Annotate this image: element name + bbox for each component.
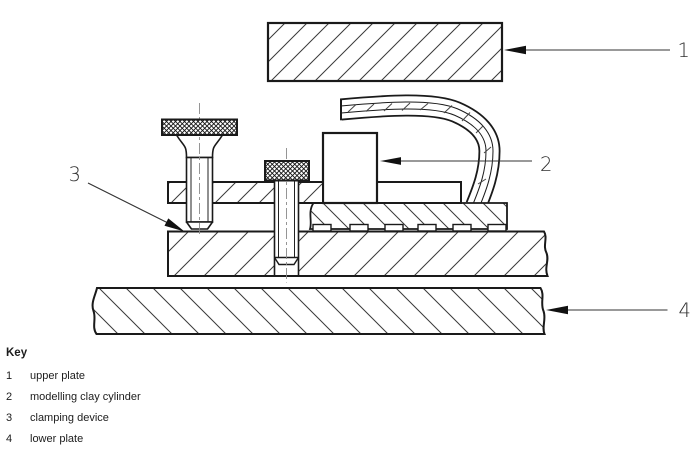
key-item-label: modelling clay cylinder (30, 391, 141, 403)
callout-label-4: 4 (679, 299, 691, 322)
key-item-number: 1 (6, 370, 13, 382)
key-item-label: lower plate (30, 433, 84, 445)
small-screw-thread-lines (278, 181, 295, 257)
key-item-lower-plate: 4 lower plate (6, 429, 141, 450)
large-screw-knurled-head (161, 118, 238, 136)
key-item-upper-plate: 1 upper plate (6, 366, 141, 387)
leader-line-3 (87, 182, 168, 223)
thumb-screw-large (161, 103, 238, 236)
key-title: Key (6, 347, 28, 359)
key-item-number: 2 (6, 391, 13, 403)
key-item-modelling-clay-cylinder: 2 modelling clay cylinder (6, 387, 141, 408)
callout-2: 2 (380, 153, 552, 176)
key-item-number: 4 (6, 433, 13, 445)
figure-key: Key 1 upper plate 2 modelling clay cylin… (6, 347, 141, 450)
lower-plate (91, 287, 547, 335)
strip-core-fill (340, 102, 493, 208)
serrated-strip (308, 202, 508, 232)
thumb-screw-small (264, 148, 310, 283)
arrowhead-3-icon (164, 218, 185, 232)
strip-hatch-ticks (347, 102, 492, 185)
flexible-strip (340, 94, 501, 211)
key-item-label: upper plate (30, 370, 86, 382)
upper-plate (266, 21, 504, 83)
arrowhead-1-icon (504, 45, 526, 55)
large-screw-thread-lines (190, 158, 209, 222)
serrated-strip-body (308, 202, 508, 230)
small-screw-shank-sides (273, 180, 300, 276)
clamp-step-block (376, 181, 462, 204)
arrowhead-2-icon (380, 157, 401, 165)
clamp-base-block (167, 230, 549, 277)
small-screw-knurled-head (264, 160, 310, 182)
key-item-number: 3 (6, 412, 13, 424)
callout-label-3: 3 (69, 163, 81, 186)
callout-1: 1 (504, 39, 690, 62)
callout-3: 3 (69, 163, 185, 232)
key-item-clamping-device: 3 clamping device (6, 408, 141, 429)
callout-4: 4 (546, 299, 691, 322)
key-item-label: clamping device (30, 412, 109, 424)
callout-label-1: 1 (678, 39, 690, 62)
arrowhead-4-icon (546, 305, 568, 315)
callout-label-2: 2 (540, 153, 552, 176)
modelling-clay-cylinder (321, 131, 379, 205)
